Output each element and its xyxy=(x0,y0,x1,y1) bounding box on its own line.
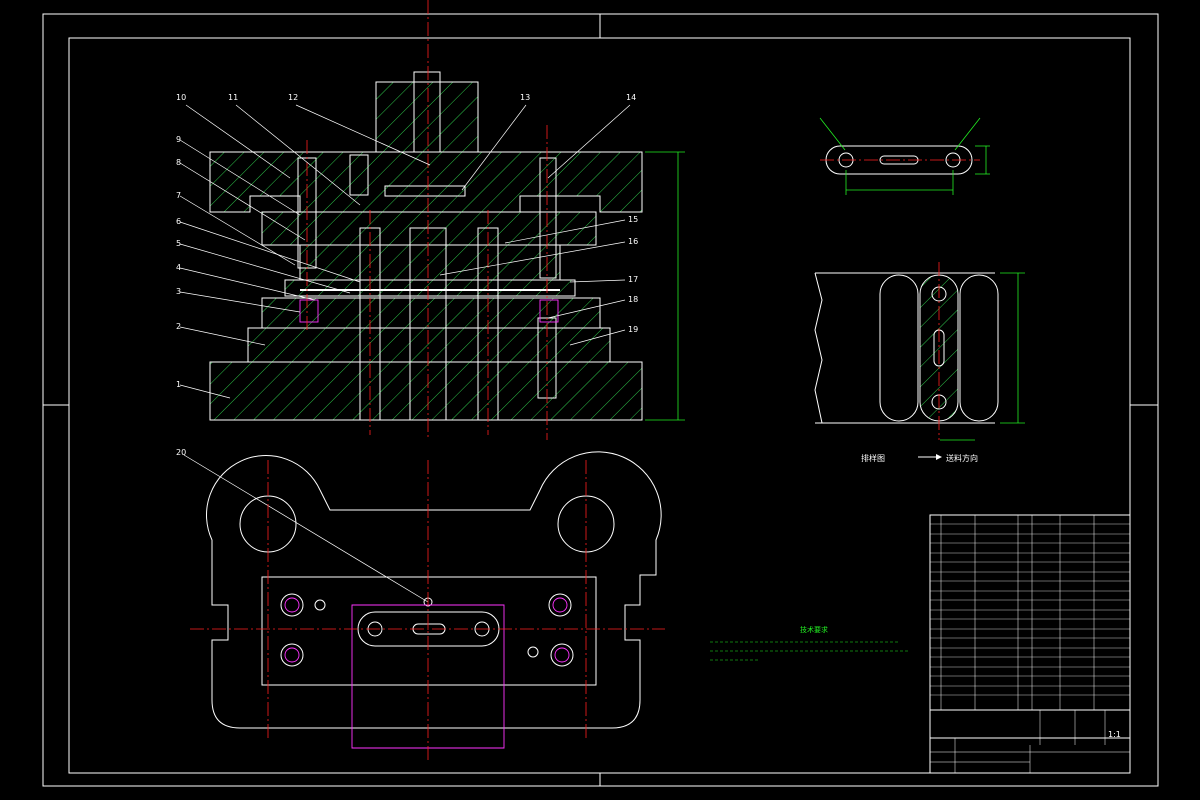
balloon-3: 3 xyxy=(176,287,181,296)
feed-direction-label: 送料方向 xyxy=(946,453,978,463)
balloon-16: 16 xyxy=(628,237,638,246)
balloon-13: 13 xyxy=(520,93,530,102)
balloon-19: 19 xyxy=(628,325,638,334)
balloon-11: 11 xyxy=(228,93,238,102)
balloon-1: 1 xyxy=(176,380,181,389)
part-drawing xyxy=(819,117,990,195)
balloon-15: 15 xyxy=(628,215,638,224)
technical-requirements: 技术要求 xyxy=(710,625,910,661)
balloon-17: 17 xyxy=(628,275,638,284)
balloon-14: 14 xyxy=(626,93,636,102)
balloon-18: 18 xyxy=(628,295,638,304)
balloon-5: 5 xyxy=(176,239,181,248)
balloon-4: 4 xyxy=(176,263,181,272)
balloon-7: 7 xyxy=(176,191,181,200)
balloon-12: 12 xyxy=(288,93,298,102)
tech-requirements-title: 技术要求 xyxy=(800,625,828,634)
balloon-9: 9 xyxy=(176,135,181,144)
scale-value: 1:1 xyxy=(1108,730,1121,739)
center-marks xyxy=(43,14,1158,786)
balloon-labels: 1 2 3 4 5 6 7 8 9 10 11 12 13 14 15 16 1… xyxy=(176,93,638,457)
balloon-20: 20 xyxy=(176,448,186,457)
balloon-8: 8 xyxy=(176,158,181,167)
balloon-2: 2 xyxy=(176,322,181,331)
strip-caption: 排样图 xyxy=(861,453,885,463)
balloon-6: 6 xyxy=(176,217,181,226)
strip-layout: 排样图 送料方向 xyxy=(814,262,1025,463)
die-plan-view xyxy=(190,451,665,760)
balloon-10: 10 xyxy=(176,93,186,102)
die-front-section xyxy=(209,0,685,440)
parts-list-table: 1:1 xyxy=(929,514,1131,774)
balloon-leaders xyxy=(179,104,631,603)
